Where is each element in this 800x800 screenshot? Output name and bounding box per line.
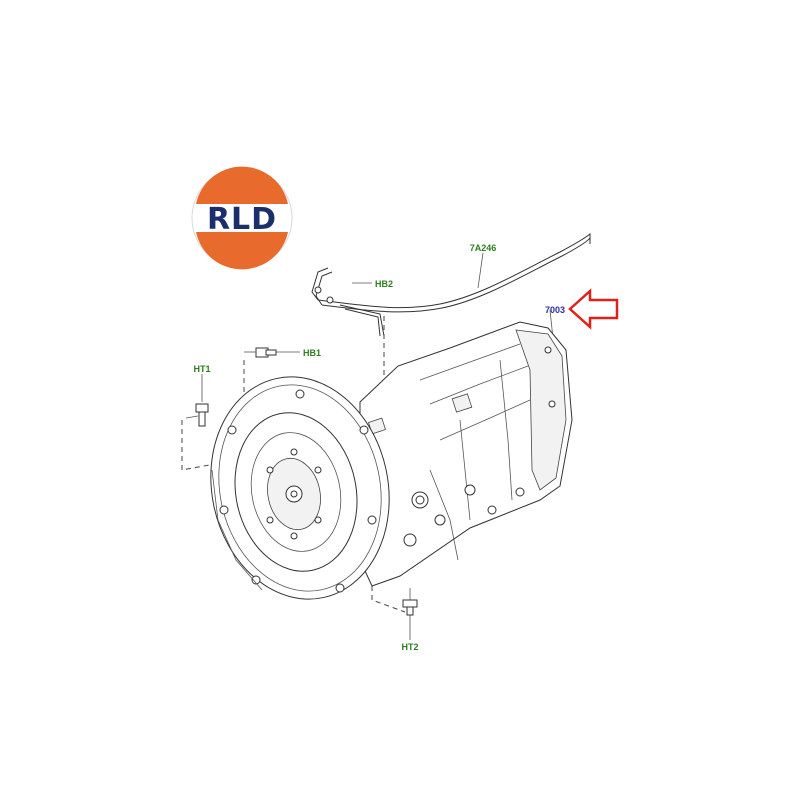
transmission-7003	[210, 321, 573, 600]
rld-logo: RLD	[191, 166, 293, 270]
callout-ht1: HT1	[193, 364, 210, 374]
bolt-ht1	[185, 403, 209, 427]
bolt-ht2	[402, 588, 418, 616]
logo-text: RLD	[207, 202, 277, 237]
callout-7a246: 7A246	[470, 243, 497, 253]
callout-ht2: HT2	[401, 642, 418, 652]
callout-7003: 7003	[545, 305, 565, 315]
alignment-dash	[371, 586, 406, 613]
left-arrow-outline-icon	[568, 288, 619, 330]
bolt-hb1	[244, 347, 277, 358]
callout-hb1: HB1	[303, 348, 321, 358]
cooler-line-7a246	[311, 232, 591, 337]
callout-hb2: HB2	[375, 279, 393, 289]
leader-7a246	[477, 252, 484, 289]
alignment-dash	[181, 420, 216, 471]
